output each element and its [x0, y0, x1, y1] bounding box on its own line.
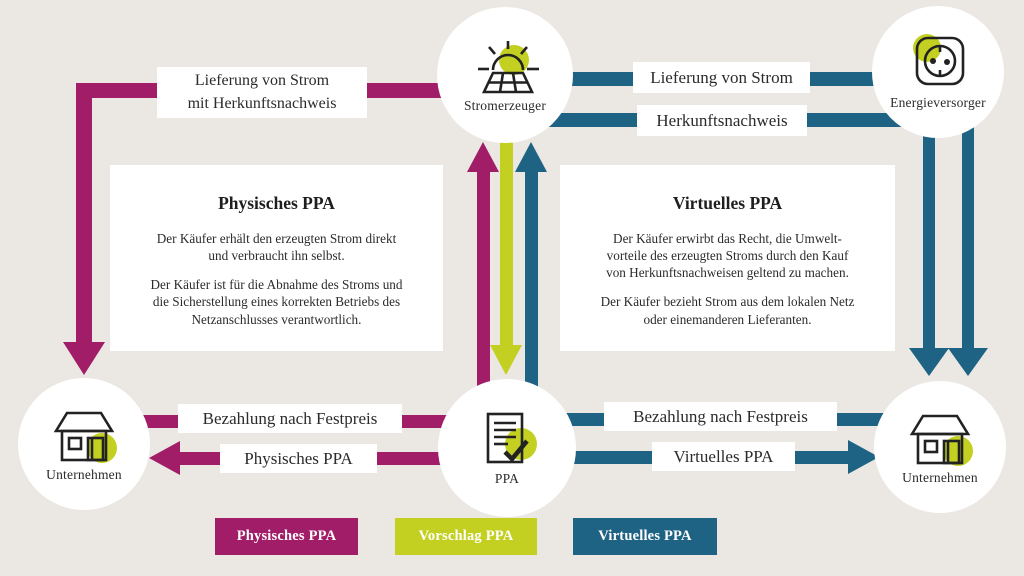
physical-ppa-info-title: Physisches PPA [218, 193, 335, 213]
label-right-payment: Bezahlung nach Festpreis [604, 402, 837, 431]
arrow-center-virtual-up [525, 170, 538, 448]
arrow-right-contract-head-right [848, 440, 879, 474]
arrow-right-delivery-1 [923, 72, 935, 348]
arrow-center-physical-up [477, 170, 490, 448]
label-right-contract: Virtuelles PPA [652, 442, 795, 471]
legend-vorschlag-ppa: Vorschlag PPA [395, 518, 537, 555]
label-top-supply: Lieferung von Strom [633, 62, 810, 93]
label-left-payment: Bezahlung nach Festpreis [178, 404, 402, 433]
arrow-right-delivery-2 [962, 72, 974, 348]
physical-ppa-info-paragraph-2: Der Käufer ist für die Abnahme des Strom… [150, 277, 403, 327]
house-icon [53, 411, 117, 463]
contract-document-icon [486, 412, 537, 464]
legend-vorschlag-ppa-label: Vorschlag PPA [418, 528, 514, 544]
arrow-right-delivery-2-head [948, 348, 988, 376]
node-energieversorger-label: Energieversorger [890, 95, 986, 110]
virtual-ppa-info-paragraph-2: Der Käufer bezieht Strom aus dem lokalen… [600, 294, 855, 327]
virtual-ppa-info-paragraph-1: Der Käufer erwirbt das Recht, die Umwelt… [606, 231, 849, 281]
node-stromerzeuger-label: Stromerzeuger [463, 98, 547, 113]
node-unternehmen-right: Unternehmen [874, 381, 1006, 513]
power-socket-icon [913, 34, 965, 86]
arrow-left-contract-head-left [149, 441, 180, 475]
arrow-right-delivery-1-head [909, 348, 949, 376]
legend-virtuelles-ppa-label: Virtuelles PPA [598, 528, 692, 544]
arrow-left-supply-head-down [63, 342, 105, 375]
node-stromerzeuger: Stromerzeuger [437, 7, 573, 143]
arrow-center-virtual-head-up [515, 142, 547, 172]
node-energieversorger: Energieversorger [872, 6, 1004, 138]
node-unternehmen-left: Unternehmen [18, 378, 150, 510]
legend-virtuelles-ppa: Virtuelles PPA [573, 518, 717, 555]
solar-panel-sun-icon [478, 41, 539, 94]
legend-physisches-ppa-label: Physisches PPA [236, 528, 337, 544]
virtual-ppa-info-title: Virtuelles PPA [672, 193, 783, 213]
arrow-left-supply-vertical [76, 83, 92, 343]
label-left-supply: Lieferung von Strom mit Herkunftsnachwei… [157, 67, 367, 118]
node-unternehmen-right-label: Unternehmen [902, 470, 978, 485]
physical-ppa-info-box: Physisches PPA Der Käufer erhält den erz… [110, 165, 443, 351]
physical-ppa-info-paragraph-1: Der Käufer erhält den erzeugten Strom di… [156, 231, 397, 264]
arrow-center-proposal-head-down [490, 345, 522, 375]
house-icon [909, 414, 973, 466]
label-top-certificate: Herkunftsnachweis [637, 105, 807, 136]
node-unternehmen-left-label: Unternehmen [46, 467, 122, 482]
legend-physisches-ppa: Physisches PPA [215, 518, 358, 555]
node-ppa: PPA [438, 379, 576, 517]
node-ppa-label: PPA [494, 471, 520, 486]
label-left-contract: Physisches PPA [220, 444, 377, 473]
arrow-center-physical-head-up [467, 142, 499, 172]
virtual-ppa-info-box: Virtuelles PPA Der Käufer erwirbt das Re… [560, 165, 895, 351]
